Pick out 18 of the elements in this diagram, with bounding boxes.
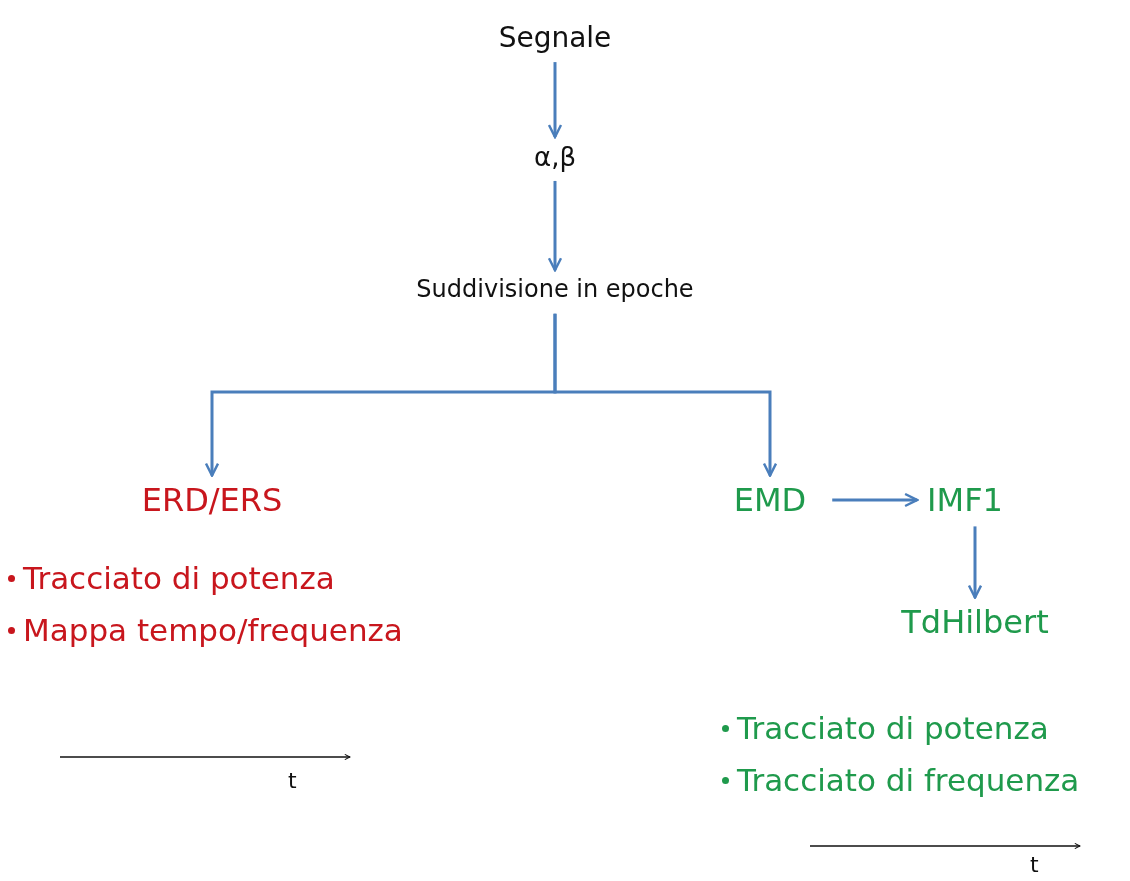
arrow — [553, 313, 778, 477]
node-label: α,β — [530, 141, 580, 175]
arrow — [832, 492, 919, 508]
bullet-text: Tracciato di potenza — [737, 711, 1049, 746]
node-label: Suddivisione in epoche — [412, 274, 698, 306]
bullet-text: Tracciato di potenza — [23, 561, 335, 596]
node-label: ERD/ERS — [137, 479, 287, 521]
bullet-text: Tracciato di frequenza — [737, 763, 1080, 798]
axis-label: t — [288, 768, 297, 793]
node-label: Segnale — [494, 19, 616, 57]
axis-label: t — [1030, 852, 1039, 877]
arrow — [547, 180, 563, 272]
arrow — [547, 62, 563, 139]
bullet-text: Mappa tempo/frequenza — [23, 613, 403, 648]
node-label: IMF1 — [923, 479, 1007, 521]
arrow — [967, 526, 983, 599]
node-label: TdHilbert — [897, 601, 1053, 643]
node-label: EMD — [729, 479, 811, 521]
